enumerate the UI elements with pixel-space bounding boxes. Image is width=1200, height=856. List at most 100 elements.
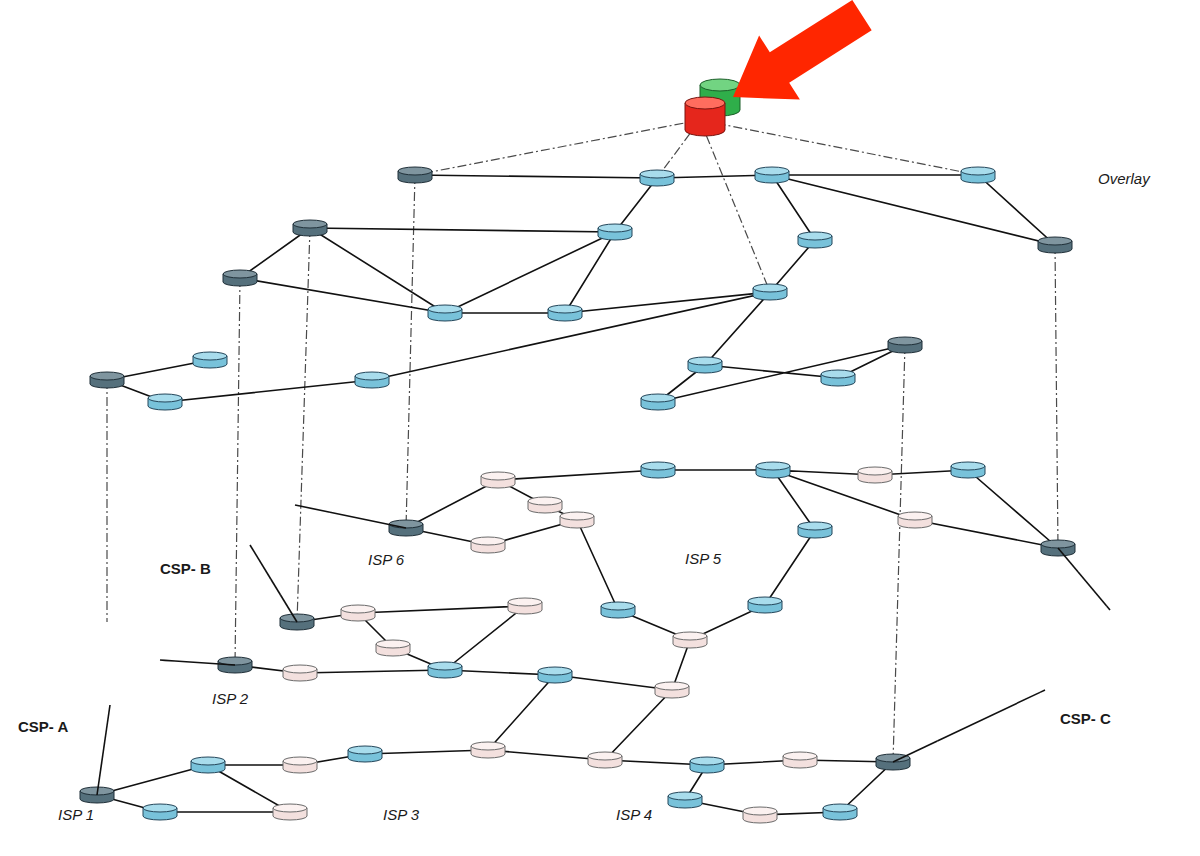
- isp-router: [588, 752, 622, 768]
- tower-side: [1068, 616, 1080, 691]
- server-tower: [52, 628, 88, 703]
- isp-router: [471, 537, 505, 553]
- tower-top: [124, 642, 146, 645]
- server-icon: [10, 622, 165, 705]
- tower-body: [124, 642, 146, 693]
- access-link-stub: [893, 741, 937, 762]
- server-tower: [1120, 618, 1152, 684]
- tower-side: [1107, 612, 1118, 689]
- tower-light: [13, 642, 27, 644]
- tower-light: [148, 482, 162, 484]
- tower-body: [1178, 632, 1193, 674]
- isp-plane: [330, 595, 825, 828]
- tower-light: [1181, 638, 1189, 640]
- overlay-router: [641, 462, 675, 478]
- cloud-server: CSP- B: [145, 462, 300, 579]
- overlay-router: [798, 522, 832, 538]
- tower-body: [1154, 626, 1176, 678]
- layer-mapping-lines: [107, 120, 1058, 762]
- plane-label: ISP 3: [383, 806, 419, 823]
- overlay-router: [348, 746, 382, 762]
- tower-light: [151, 653, 159, 655]
- tower-top: [1178, 632, 1193, 635]
- isp-router: [858, 467, 892, 483]
- tower-top: [148, 647, 163, 650]
- server-label: CSP- B: [160, 560, 211, 577]
- tower-side: [274, 482, 281, 533]
- overlay-router: [428, 662, 462, 678]
- access-link-stub: [295, 505, 300, 506]
- tower-light: [286, 497, 291, 499]
- overlay-router: [755, 167, 789, 183]
- isp-plane: ISP 3: [330, 595, 825, 828]
- server-tower: [148, 647, 163, 688]
- overlay-router: [143, 804, 177, 820]
- isp-plane: [28, 741, 415, 828]
- server-label: CSP- C: [1060, 710, 1111, 727]
- overlay-router: [821, 370, 855, 386]
- server-label: CSP- A: [18, 718, 68, 735]
- overlay-links: [107, 175, 1055, 402]
- isp-router: [283, 757, 317, 773]
- access-link: [1078, 572, 1107, 606]
- tower-body: [1040, 616, 1080, 691]
- tower-side: [139, 642, 146, 693]
- plane-label: ISP 6: [368, 551, 404, 568]
- gateway-router: [888, 337, 922, 353]
- overlay-router: [753, 284, 787, 300]
- cloud-server: CSP- A: [10, 622, 165, 737]
- tower-side: [112, 634, 122, 698]
- tower-light: [55, 634, 73, 636]
- tower-top: [225, 474, 257, 477]
- tower-body: [52, 628, 88, 703]
- isp-plane: ISP 1: [28, 741, 415, 828]
- tower-light: [190, 478, 203, 480]
- overlay-router: [538, 667, 572, 683]
- server-tower: [187, 468, 223, 543]
- tower-light: [228, 484, 239, 486]
- gateway-router: [223, 270, 257, 286]
- tower-light: [1157, 632, 1168, 634]
- tower-top: [1154, 626, 1176, 629]
- isp-plane: ISP 6: [330, 455, 722, 572]
- isp-plane: [330, 455, 722, 572]
- access-link: [104, 737, 106, 741]
- isp-plane: [595, 455, 1180, 572]
- server-tower: [10, 632, 50, 705]
- tower-top: [1082, 612, 1118, 615]
- overlay-router: [601, 602, 635, 618]
- plane-label: ISP 2: [212, 690, 248, 707]
- tower-body: [148, 647, 163, 688]
- access-link-stub: [330, 512, 406, 528]
- isp-router: [655, 682, 689, 698]
- storage-red-top: [685, 97, 725, 109]
- access-link-stub: [1058, 548, 1078, 572]
- tower-body: [187, 468, 223, 543]
- overlay-router: [598, 224, 632, 240]
- tower-light: [151, 657, 156, 659]
- tower-side: [294, 487, 299, 528]
- access-link-stub: [160, 659, 165, 661]
- access-link-stub: [281, 595, 297, 622]
- tower-body: [90, 634, 122, 698]
- server-tower: [145, 472, 185, 545]
- tower-light: [228, 480, 244, 482]
- gateway-router: [293, 220, 327, 236]
- overlay-router: [951, 462, 985, 478]
- overlay-router: [193, 352, 227, 368]
- tower-light: [55, 638, 68, 640]
- access-link: [300, 506, 330, 512]
- isp-router: [528, 497, 562, 513]
- overlay-router: [355, 372, 389, 388]
- access-link-stub: [250, 545, 271, 579]
- access-link-stub: [175, 661, 235, 665]
- gateway-router: [90, 372, 124, 388]
- tower-top: [1120, 618, 1152, 621]
- server-tower: [1040, 616, 1080, 691]
- tower-top: [1040, 616, 1080, 619]
- access-link-stub: [105, 705, 110, 737]
- tower-light: [127, 648, 138, 650]
- isp-router: [898, 512, 932, 528]
- tower-side: [1142, 618, 1152, 684]
